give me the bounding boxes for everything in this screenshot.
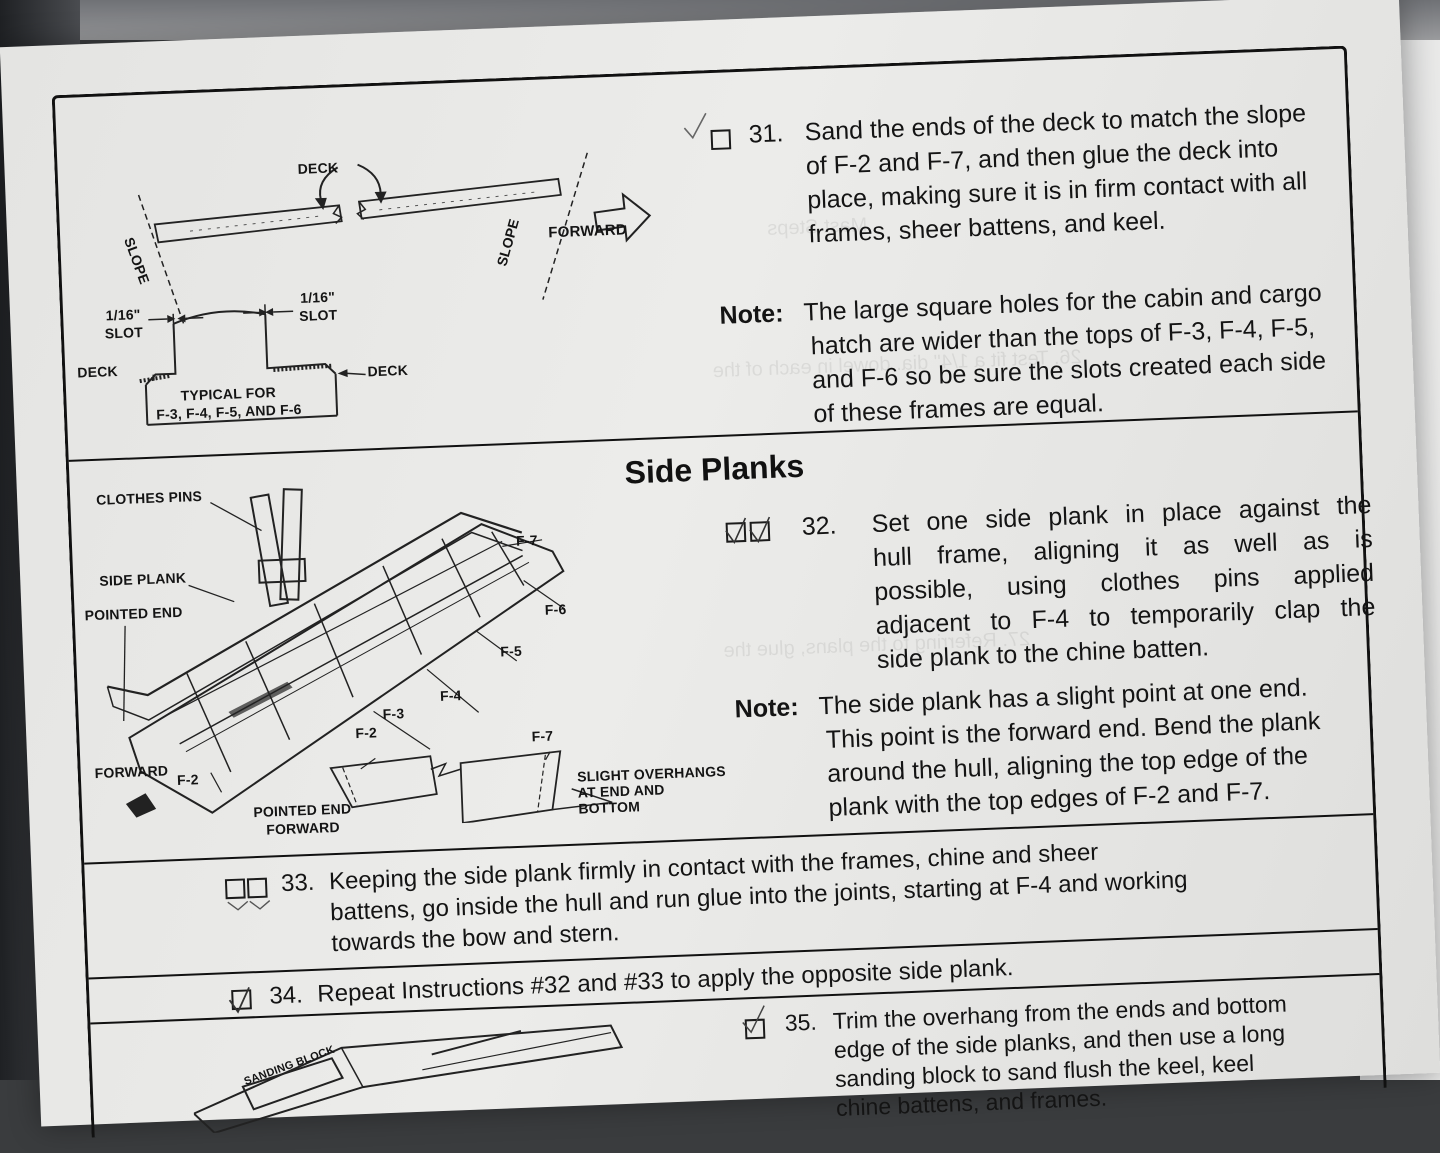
step-31-checkbox[interactable] — [710, 129, 731, 150]
checkmark-icon — [740, 1004, 767, 1035]
note-label: Note: — [719, 296, 784, 332]
step-32: 32. Set one side plank in place against … — [721, 488, 1361, 513]
step-31: 31. Sand the ends of the deck to match t… — [706, 95, 1346, 120]
note-label: Note: — [734, 690, 799, 726]
step-32-text: Set one side plank in place against the … — [871, 488, 1377, 677]
step-31-number: 31. — [748, 116, 784, 151]
checkmark-icon — [723, 514, 750, 545]
step-35-number: 35. — [784, 1008, 817, 1038]
frame-f7-label: F-7 — [516, 532, 538, 549]
step-34-number: 34. — [269, 979, 304, 1011]
slot-label-right: 1/16" SLOT — [287, 287, 348, 325]
frame-f2-label: F-2 — [177, 771, 199, 788]
manual-page: Mast Steps 26. Test fit a 1/4" dia. dowe… — [0, 0, 1440, 1126]
deck-label-right: DECK — [367, 362, 408, 380]
checkmark-icon — [247, 880, 274, 911]
inset-f7-label: F-7 — [531, 728, 553, 745]
slight-overhangs-label: SLIGHT OVERHANGS AT END AND BOTTOM — [577, 763, 727, 817]
frame-f5-label: F-5 — [500, 643, 522, 660]
deck-label: DECK — [297, 159, 338, 177]
frame-f6-label: F-6 — [544, 601, 566, 618]
forward-label: FORWARD — [94, 762, 168, 781]
instruction-frame: DECK SLOPE SLOPE FORWARD 1/16" SLOT 1/16… — [52, 46, 1387, 1138]
checkmark-icon — [747, 513, 774, 544]
step-33-number: 33. — [281, 867, 316, 899]
note-text: The large square holes for the cabin and… — [803, 274, 1368, 431]
step-33: 33. Keeping the side plank firmly in con… — [225, 828, 1324, 870]
inset-f2-label: F-2 — [355, 724, 377, 741]
step-31-text: Sand the ends of the deck to match the s… — [804, 94, 1369, 251]
step-32-number: 32. — [801, 509, 837, 544]
frame-f3-label: F-3 — [382, 705, 404, 722]
pointed-end-forward-label: POINTED END FORWARD — [232, 799, 373, 840]
note-text: The side plank has a slight point at one… — [818, 668, 1383, 825]
side-plank-label: SIDE PLANK — [99, 570, 186, 589]
checkmark-icon — [682, 111, 709, 142]
step-32-note: Note: The side plank has a slight point … — [728, 668, 1368, 693]
slot-label-left: 1/16" SLOT — [93, 305, 154, 343]
step-35-text: Trim the overhang from the ends and bott… — [832, 989, 1296, 1123]
forward-label: FORWARD — [548, 221, 627, 241]
checkmark-icon — [227, 983, 254, 1014]
deck-label-left: DECK — [77, 363, 118, 381]
frame-f4-label: F-4 — [440, 687, 462, 704]
step-31-note: Note: The large square holes for the cab… — [713, 275, 1353, 300]
